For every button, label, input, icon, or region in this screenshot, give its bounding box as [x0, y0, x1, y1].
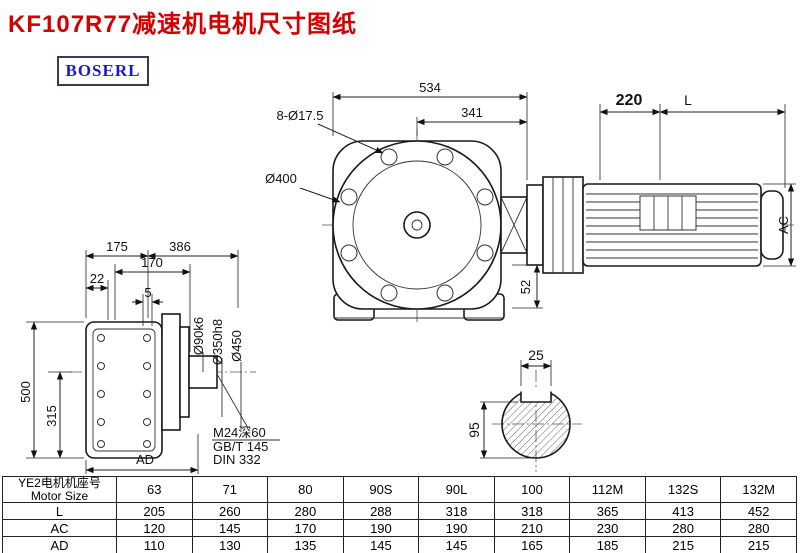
table-cell: 145 [418, 536, 495, 553]
table-cell: 130 [191, 536, 269, 553]
dim-534-label: 534 [419, 80, 441, 95]
dim-spigot-diameter-label: Ø350h8 [210, 319, 225, 365]
size-col-90s: 90S [342, 476, 420, 503]
fan-cover [760, 190, 784, 260]
flange-spigot [179, 326, 190, 418]
dim-motor-length-label: L [684, 92, 692, 108]
row-label-L: L [2, 502, 117, 520]
dim-ad-label: AD [136, 452, 154, 467]
row-label-AD: AD [2, 536, 117, 553]
table-cell: 145 [191, 519, 269, 537]
brand-logo: BOSERL [57, 56, 149, 86]
motor-size-header: YE2电机机座号 Motor Size [2, 476, 117, 503]
size-col-132m: 132M [720, 476, 797, 503]
dim-ac-label: AC [776, 216, 791, 234]
size-col-90l: 90L [418, 476, 495, 503]
front-view: 534 341 8-Ø17.5 Ø400 220 L AC [265, 80, 796, 322]
gearbox-housing [85, 321, 163, 459]
dim-bolt-holes-label: 8-Ø17.5 [277, 108, 324, 123]
motor-size-table: YE2电机机座号 Motor Size 63 71 80 90S 90L 100… [2, 476, 797, 553]
table-cell: 365 [569, 502, 646, 520]
dim-220-label: 220 [616, 92, 643, 109]
table-cell: 210 [493, 519, 571, 537]
table-cell: 230 [569, 519, 646, 537]
bolt-holes [340, 148, 494, 302]
size-col-132s: 132S [644, 476, 722, 503]
size-col-63: 63 [116, 476, 193, 503]
housing-bolt-holes [97, 334, 151, 448]
table-cell: 288 [342, 502, 420, 520]
table-cell: 190 [342, 519, 420, 537]
table-row-L: L 205 260 280 288 318 318 365 413 452 [2, 502, 797, 520]
size-col-71: 71 [191, 476, 269, 503]
shaft-section-view: 25 95 [466, 347, 582, 472]
table-cell: 215 [644, 536, 722, 553]
table-cell: 318 [493, 502, 571, 520]
table-cell: 190 [418, 519, 495, 537]
dim-315-label: 315 [44, 405, 59, 427]
size-col-100: 100 [493, 476, 571, 503]
table-header-row: YE2电机机座号 Motor Size 63 71 80 90S 90L 100… [2, 476, 797, 503]
table-cell: 215 [720, 536, 797, 553]
dim-170-label: 170 [141, 255, 163, 270]
table-cell: 145 [342, 536, 420, 553]
page-title: KF107R77减速机电机尺寸图纸 [8, 11, 358, 38]
table-cell: 318 [418, 502, 495, 520]
technical-drawing: 534 341 8-Ø17.5 Ø400 220 L AC [18, 80, 796, 474]
table-cell: 185 [569, 536, 646, 553]
table-cell: 280 [720, 519, 797, 537]
keyway [520, 391, 552, 403]
dim-341-label: 341 [461, 105, 483, 120]
dim-175-label: 175 [106, 239, 128, 254]
row-label-AC: AC [2, 519, 117, 537]
table-cell: 170 [267, 519, 344, 537]
table-row-AD: AD 110 130 135 145 145 165 185 215 215 [2, 536, 797, 553]
dim-flange-od-label: Ø450 [229, 330, 244, 362]
note-din-standard: DIN 332 [213, 452, 261, 467]
motor-size-header-cn: YE2电机机座号 [18, 476, 101, 490]
motor-size-header-en: Motor Size [30, 489, 89, 503]
table-cell: 120 [116, 519, 193, 537]
size-col-80: 80 [267, 476, 344, 503]
dim-flange-diameter-label: Ø400 [265, 171, 297, 186]
table-cell: 413 [644, 502, 722, 520]
side-view: 175 386 170 22 5 500 315 [18, 239, 280, 474]
table-cell: 280 [644, 519, 722, 537]
dim-22-label: 22 [90, 271, 104, 286]
dim-500-label: 500 [18, 381, 33, 403]
table-cell: 280 [267, 502, 344, 520]
motor-assembly [500, 176, 784, 274]
table-cell: 110 [116, 536, 193, 553]
note-tapped-hole: M24深60 [213, 425, 266, 440]
dim-52-label: 52 [518, 280, 533, 294]
note-gb-standard: GB/T 145 [213, 439, 268, 454]
dim-keyway-width-label: 25 [528, 347, 544, 363]
table-cell: 165 [493, 536, 571, 553]
table-cell: 205 [116, 502, 193, 520]
dim-5-label: 5 [144, 285, 151, 300]
dim-386-label: 386 [169, 239, 191, 254]
table-cell: 260 [191, 502, 269, 520]
dim-shaft-diameter-label: Ø90k6 [191, 317, 206, 355]
table-cell: 135 [267, 536, 344, 553]
output-flange-disc [161, 313, 181, 431]
table-row-AC: AC 120 145 170 190 190 210 230 280 280 [2, 519, 797, 537]
motor-fins [586, 193, 758, 259]
dim-95-label: 95 [466, 422, 482, 438]
table-cell: 452 [720, 502, 797, 520]
size-col-112m: 112M [569, 476, 646, 503]
